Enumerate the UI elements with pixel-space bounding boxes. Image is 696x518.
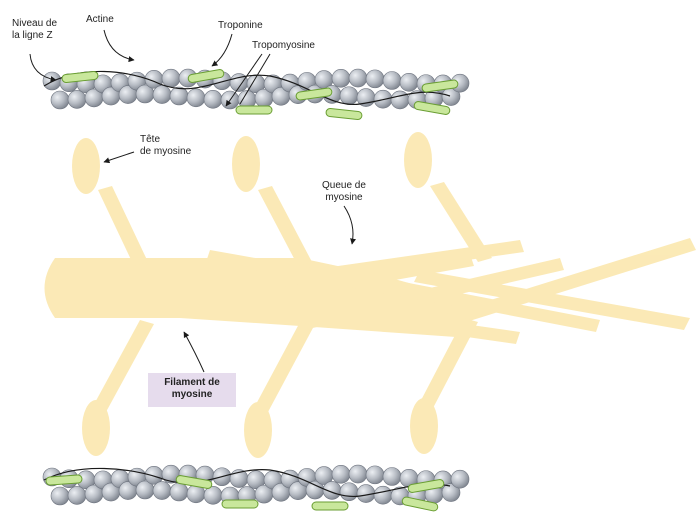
actin-bead: [391, 91, 409, 109]
myosin-head: [410, 398, 438, 454]
actin-bead: [349, 465, 367, 483]
label-troponin: Troponine: [218, 20, 263, 32]
arrow-myosin-tail: [344, 206, 353, 244]
actin-bead: [153, 482, 171, 500]
label-tropomyosin: Tropomyosine: [252, 40, 315, 52]
myosin-neck: [92, 320, 154, 412]
arrow-actin: [104, 30, 134, 60]
actin-bead: [383, 72, 401, 90]
myosin-head: [232, 136, 260, 192]
actin-bead: [204, 486, 222, 504]
actin-bead: [332, 69, 350, 87]
actin-bead: [340, 483, 358, 501]
actin-bead: [170, 87, 188, 105]
label-myosin-head: Tête de myosine: [140, 134, 191, 158]
actin-bead: [51, 487, 69, 505]
actin-bead: [366, 466, 384, 484]
troponin: [326, 108, 363, 120]
label-actin: Actine: [86, 14, 114, 26]
myosin-neck: [254, 322, 314, 412]
arrow-troponin: [212, 34, 232, 66]
actin-bead: [349, 69, 367, 87]
myosin-head: [244, 402, 272, 458]
actin-bead: [68, 486, 86, 504]
label-myosin-filament: Filament de myosine: [152, 377, 232, 401]
label-z-line: Niveau de la ligne Z: [12, 18, 57, 42]
troponin: [222, 500, 258, 508]
actin-bead: [340, 87, 358, 105]
myosin-head: [72, 138, 100, 194]
actin-bead: [451, 470, 469, 488]
actin-bead: [162, 69, 180, 87]
troponin: [312, 502, 348, 510]
actin-bead: [332, 465, 350, 483]
myosin-head: [82, 400, 110, 456]
arrow-myosin-filament: [184, 332, 204, 372]
actin-bead: [323, 481, 341, 499]
actin-bead: [374, 486, 392, 504]
troponin: [236, 106, 272, 114]
actin-bead: [204, 90, 222, 108]
arrow-myosin-head: [104, 152, 134, 162]
label-myosin-tail: Queue de myosine: [322, 180, 366, 204]
actin-bead: [51, 91, 69, 109]
actin-bead: [153, 86, 171, 104]
actin-bead: [170, 483, 188, 501]
actin-bead: [383, 468, 401, 486]
actin-bead: [366, 70, 384, 88]
actin-bead: [187, 89, 205, 107]
myosin-filament: [45, 132, 696, 458]
actin-bead: [400, 73, 418, 91]
actin-bead: [68, 90, 86, 108]
myosin-head: [404, 132, 432, 188]
myosin-neck: [258, 186, 312, 266]
myosin-neck: [98, 186, 148, 266]
